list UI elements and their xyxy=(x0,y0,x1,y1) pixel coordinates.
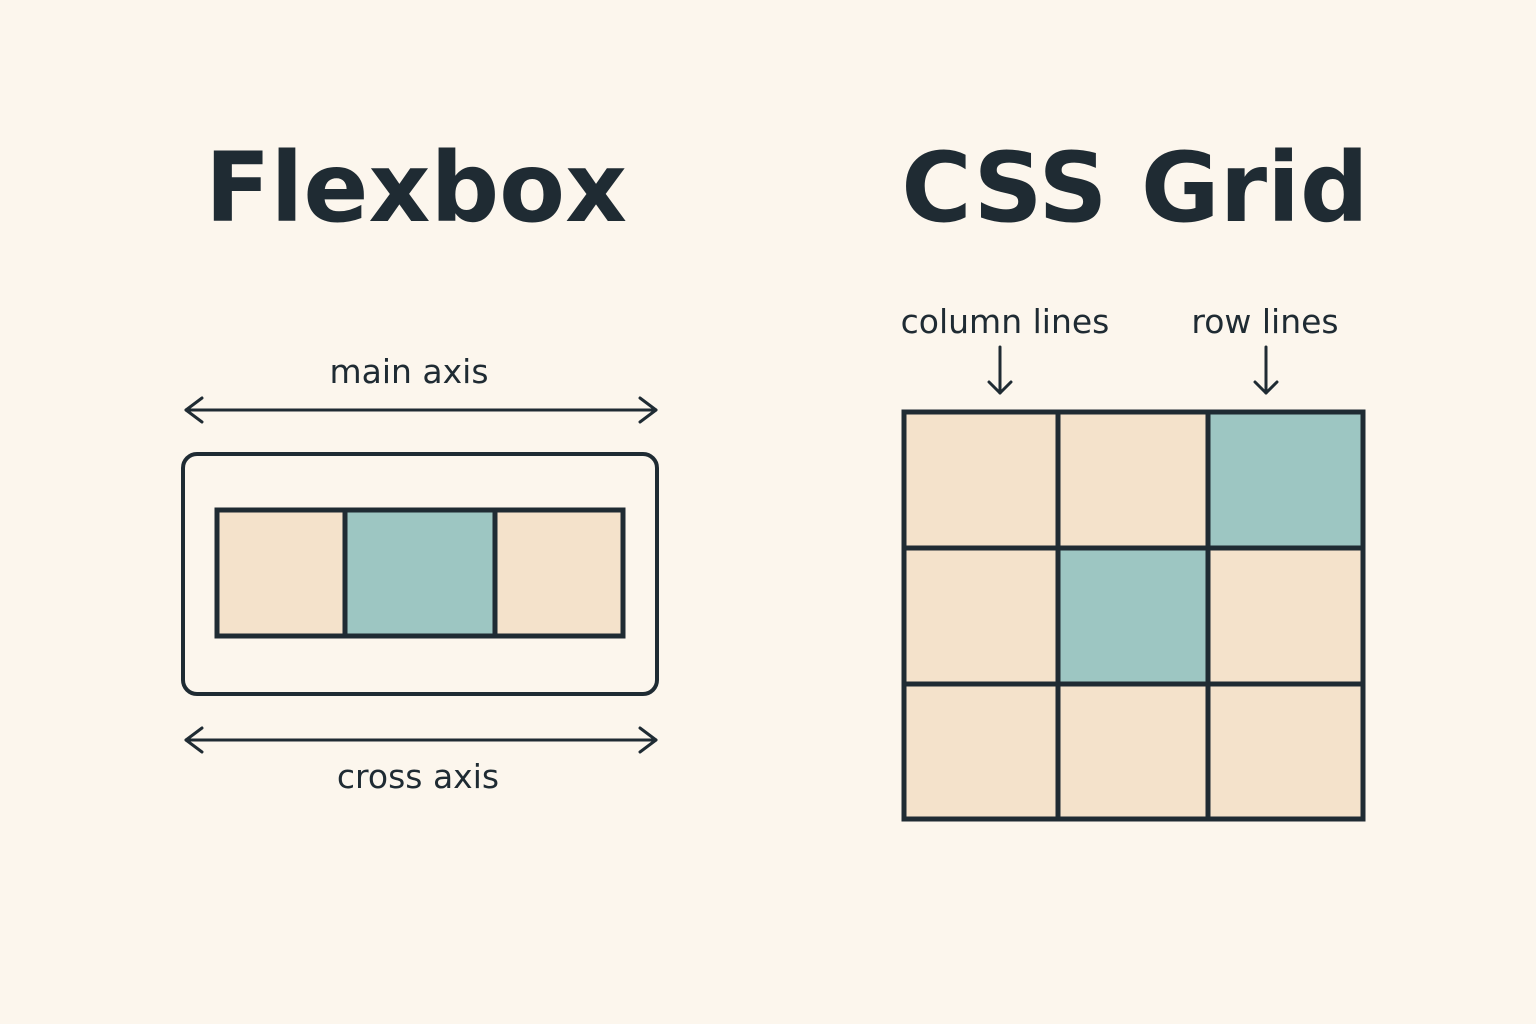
column-lines-arrow xyxy=(987,345,1013,395)
grid-cells xyxy=(901,409,1366,822)
grid-cell-r1-c1-beige xyxy=(901,409,1061,551)
grid-cell-r2-c3-beige xyxy=(1205,545,1366,687)
flexbox-title: Flexbox xyxy=(204,132,628,244)
cross-axis-arrow xyxy=(184,726,658,754)
grid-cell-r2-c2-teal xyxy=(1055,545,1211,687)
grid-cell-r3-c1-beige xyxy=(901,681,1061,822)
flex-item-2-teal xyxy=(342,507,498,639)
grid-cell-r3-c2-beige xyxy=(1055,681,1211,822)
column-lines-label: column lines xyxy=(900,302,1110,341)
grid-cell-r1-c3-teal xyxy=(1205,409,1366,551)
row-lines-label: row lines xyxy=(1191,302,1339,341)
flex-container xyxy=(181,452,659,696)
cross-axis-label: cross axis xyxy=(336,757,500,796)
grid-cell-r3-c3-beige xyxy=(1205,681,1366,822)
grid-cell-r2-c1-beige xyxy=(901,545,1061,687)
main-axis-arrow xyxy=(184,396,658,424)
main-axis-label: main axis xyxy=(329,352,489,391)
css-grid-title: CSS Grid xyxy=(901,132,1369,244)
grid-cell-r1-c2-beige xyxy=(1055,409,1211,551)
flex-item-3-beige xyxy=(492,507,626,639)
flex-item-1-beige xyxy=(214,507,348,639)
flex-items xyxy=(214,507,626,639)
row-lines-arrow xyxy=(1253,345,1279,395)
